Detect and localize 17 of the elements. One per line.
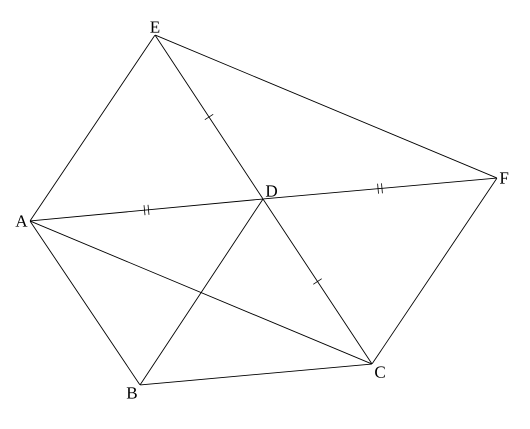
point-label: F [500,172,508,184]
line-segment [154,34,264,200]
point-label: E [150,21,160,33]
line-segment [30,34,156,222]
point-label: A [16,215,28,227]
line-segment [262,198,372,364]
line-segment [140,364,372,386]
point-label: C [375,366,385,378]
line-segment [30,220,372,364]
line-segment [262,178,498,200]
line-segment [30,220,140,386]
point-label: D [266,185,277,197]
point-label: B [126,387,137,399]
line-segment [30,198,264,222]
line-segment [154,34,498,178]
line-segment [372,178,498,364]
line-segment [140,198,264,386]
